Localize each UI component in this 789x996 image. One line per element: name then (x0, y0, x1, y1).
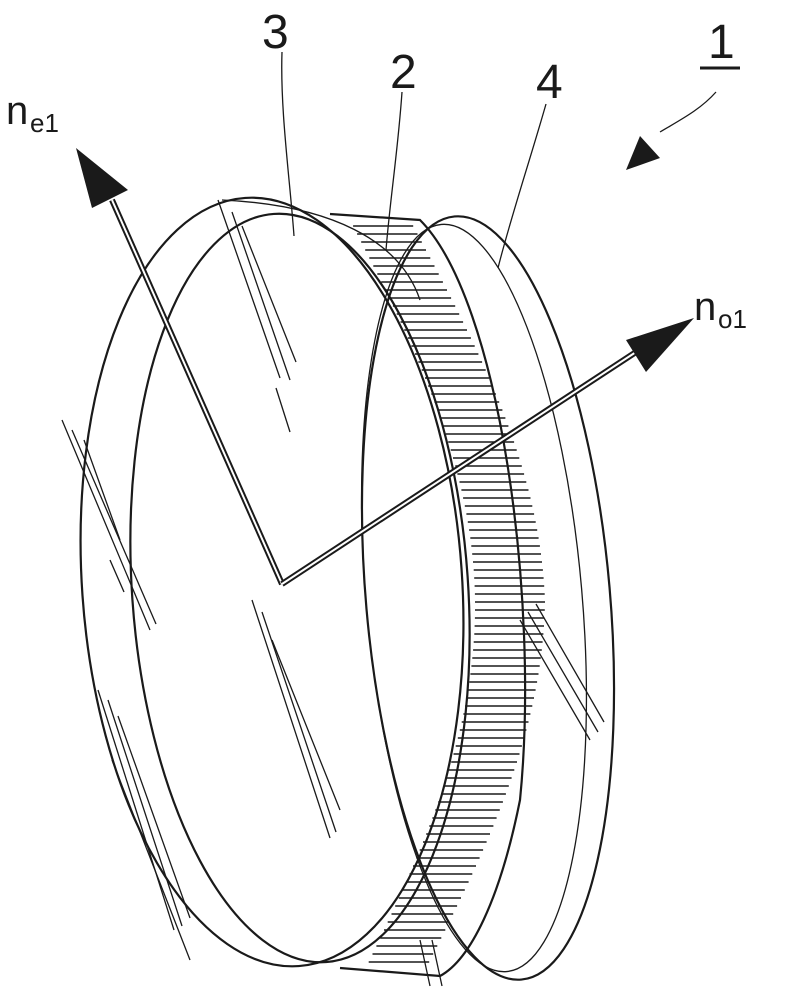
no1-arrowhead (626, 318, 694, 372)
reference-numeral-3: 3 (262, 6, 289, 59)
reference-numeral-4: 4 (536, 56, 563, 109)
ne1-arrowhead (76, 148, 128, 208)
back-disc-layer-4 (333, 206, 643, 990)
no1-vector (282, 318, 694, 584)
part-1-arrowhead (626, 136, 660, 170)
middle-layer-2 (330, 214, 545, 976)
front-disc-layer-3 (56, 185, 494, 980)
reference-numeral-2: 2 (390, 46, 417, 99)
layer-2-hatching (353, 226, 545, 962)
ne1-base: n (6, 89, 28, 133)
ne1-subscript: e1 (30, 108, 59, 138)
reference-numeral-1: 1 (708, 16, 735, 69)
no1-subscript: o1 (718, 304, 747, 334)
label-ne1: n e1 (6, 89, 59, 138)
label-no1: n o1 (694, 285, 747, 334)
ne1-vector (76, 148, 282, 584)
no1-base: n (694, 285, 716, 329)
